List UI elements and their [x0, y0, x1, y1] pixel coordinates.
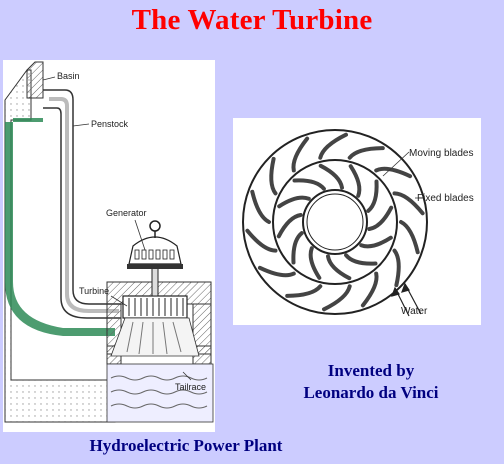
- moving-blade: [277, 195, 311, 209]
- turbine-unit: [122, 261, 188, 319]
- fixed-blade: [399, 220, 420, 255]
- moving-blade: [326, 254, 352, 281]
- generator-label: Generator: [106, 208, 147, 218]
- basin-label: Basin: [57, 71, 80, 81]
- page-title: The Water Turbine: [131, 4, 373, 36]
- fixed-blade: [291, 136, 310, 173]
- fixed-blades: [245, 132, 425, 312]
- moving-blade: [291, 231, 304, 265]
- tailrace-water: [106, 317, 214, 423]
- inventor-line-2: Leonardo da Vinci: [303, 383, 439, 402]
- water-arrows: [391, 282, 422, 317]
- moving-blade: [366, 179, 379, 213]
- fixed-blade: [250, 189, 271, 224]
- fixed-blade: [392, 248, 401, 288]
- moving-blades: [276, 163, 394, 281]
- moving-blade: [308, 246, 322, 280]
- dam-structure: [4, 61, 116, 423]
- fixed-blade: [347, 146, 385, 160]
- basin-wall: [26, 61, 44, 99]
- moving-blade: [367, 205, 394, 231]
- water-label: Water: [401, 306, 428, 317]
- figure-caption: Hydroelectric Power Plant: [89, 436, 283, 455]
- fixed-blade: [360, 271, 379, 308]
- moving-blade: [276, 213, 303, 239]
- fixed-blade: [392, 191, 425, 216]
- fixed-blade: [245, 228, 278, 253]
- moving-blade: [292, 178, 326, 191]
- fixed-blade: [322, 284, 352, 312]
- turbine-rings: [242, 129, 428, 315]
- fixed-blade: [374, 166, 413, 179]
- green-lining: [5, 118, 115, 336]
- penstock-label: Penstock: [91, 119, 129, 129]
- fixed-blade: [257, 265, 296, 278]
- inventor-note: Invented by Leonardo da Vinci: [276, 360, 466, 404]
- hydroelectric-plant-diagram: Basin Penstock Generator Turbine Tailrac…: [3, 60, 215, 432]
- moving-blade: [344, 253, 378, 266]
- moving-blade: [359, 235, 393, 249]
- turbine-blades-diagram: Moving blades Fixed blades Water: [233, 118, 481, 325]
- fixed-blades-label: Fixed blades: [417, 193, 474, 204]
- inventor-line-1: Invented by: [327, 361, 415, 380]
- turbine-label: Turbine: [79, 286, 109, 296]
- fixed-blade: [269, 156, 278, 196]
- penstock-pipe: [43, 89, 121, 319]
- moving-blade: [318, 163, 344, 190]
- generator-unit: [127, 220, 183, 269]
- fixed-blade: [318, 132, 348, 160]
- fixed-blade: [285, 284, 323, 298]
- moving-blade: [348, 164, 362, 198]
- tailrace-label: Tailrace: [175, 382, 206, 392]
- moving-blades-label: Moving blades: [409, 148, 473, 159]
